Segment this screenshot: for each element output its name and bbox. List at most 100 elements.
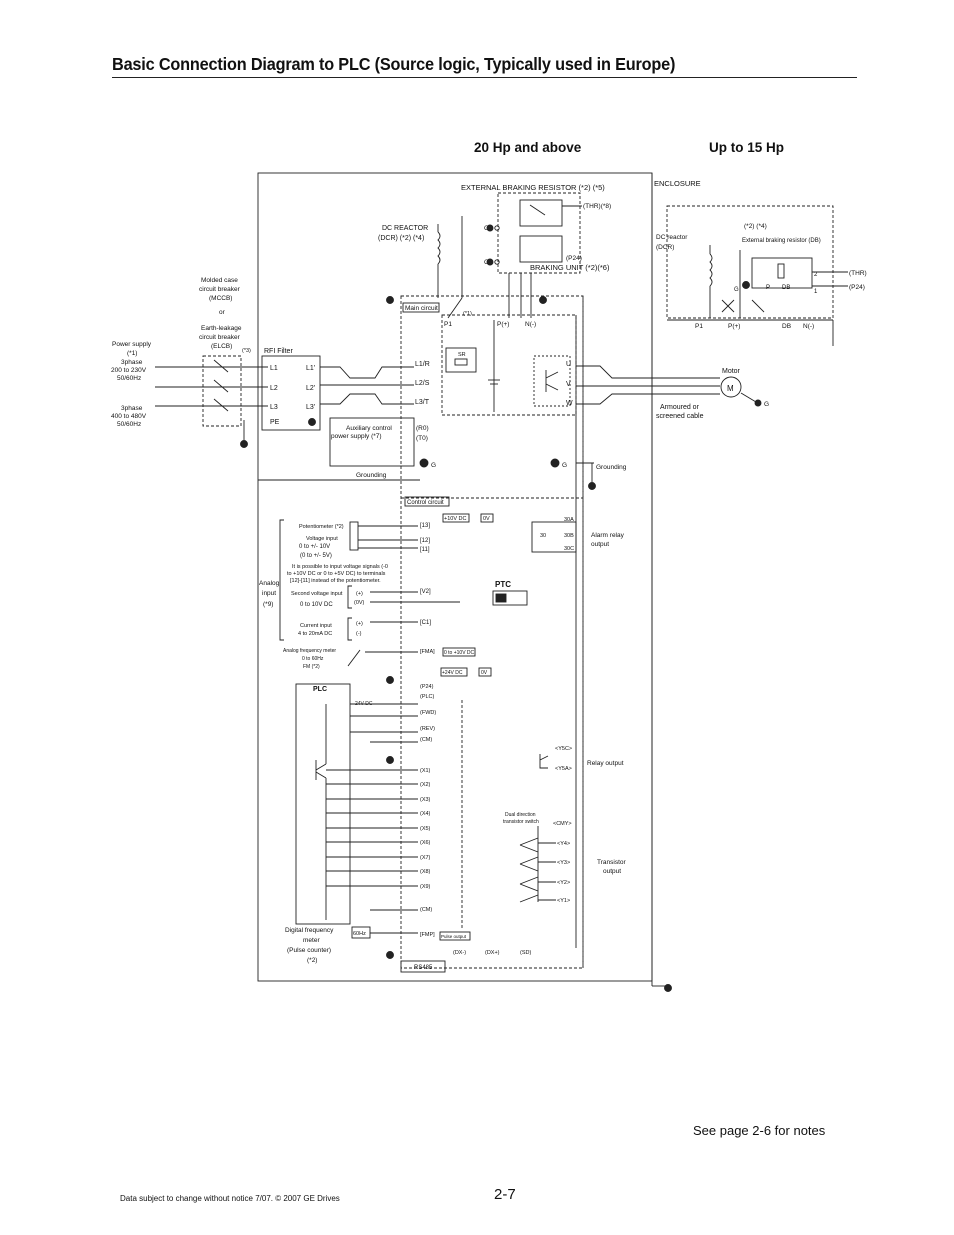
plus-label-2: (+) (356, 621, 363, 627)
afm-label-2: 0 to 60Hz (302, 656, 324, 662)
r-star2-note: (*2) (*4) (744, 223, 767, 230)
nminus-terminal: N(-) (525, 321, 536, 328)
rev-terminal: (REV) (420, 726, 435, 732)
afm-label-1: Analog frequency meter (283, 648, 336, 654)
heading-15hp: Up to 15 Hp (709, 140, 785, 155)
aux-label-1: Auxiliary control (346, 425, 392, 432)
zerov-label-2: (0V) (354, 600, 365, 606)
fma-output-label: 0 to +10V DC (444, 650, 475, 656)
p24-label-2: (P24) (849, 284, 865, 291)
ps2-phase: 3phase (121, 405, 143, 412)
page-title: Basic Connection Diagram to PLC (Source … (112, 54, 676, 74)
inverter-outline (400, 295, 584, 969)
cm2-terminal: (CM) (420, 907, 432, 913)
voltage-input-range2: (0 to +/- 5V) (300, 553, 332, 559)
dfm-label-3: (Pulse counter) (287, 947, 331, 954)
v2-terminal: [V2] (420, 589, 431, 595)
second-voltage-label: Second voltage input (291, 591, 343, 597)
possible-note-1: It is possible to input voltage signals … (292, 564, 388, 570)
l3p-terminal: L3' (306, 404, 315, 411)
y1-terminal: <Y1> (557, 898, 570, 904)
x4-terminal: (X4) (420, 811, 431, 817)
power-supply-label: Power supply (112, 341, 152, 348)
y4-terminal: <Y4> (557, 841, 570, 847)
ground-g-2: G (562, 462, 567, 469)
afm-label-3: FM (*2) (303, 664, 320, 670)
alarm-relay-output: output (591, 541, 609, 548)
relay-output-label: Relay output (587, 760, 624, 767)
elcb-label-1: Earth-leakage (201, 325, 242, 332)
g-label-br2: G (484, 259, 489, 266)
analog-label-1: Analog (259, 580, 280, 587)
mccb-label-3: (MCCB) (209, 295, 232, 302)
notes-reference: See page 2-6 for notes (693, 1123, 826, 1138)
db-terminal-15hp: DB (782, 323, 791, 330)
g-label-br1: G (484, 225, 489, 232)
mccb-label-1: Molded case (201, 277, 238, 284)
p1-terminal: P1 (444, 321, 452, 328)
t13-terminal: [13] (420, 523, 430, 529)
l2p-terminal: L2' (306, 385, 315, 392)
y3-terminal: <Y3> (557, 860, 570, 866)
rs485-label: RS485 (414, 965, 433, 971)
analog-label-3: (*9) (263, 601, 273, 608)
ps1-voltage: 200 to 230V (111, 367, 147, 374)
dc-reactor-note: (DCR) (*2) (*4) (378, 235, 424, 242)
sr-label: SR (458, 352, 466, 358)
y2-terminal: <Y2> (557, 880, 570, 886)
aux-label-2: power supply (*7) (331, 433, 382, 440)
cm-terminal: (CM) (420, 737, 432, 743)
power-supply-note: (*1) (127, 350, 137, 357)
title-rule (112, 77, 857, 78)
pplus-terminal: P(+) (497, 321, 509, 328)
braking-unit-box (497, 192, 581, 274)
plc-box (295, 683, 351, 925)
dual-direction-label: Dual direction (505, 812, 536, 818)
dxp-terminal: (DX+) (485, 950, 500, 956)
l1r-terminal: L1/R (415, 361, 430, 368)
pplus-terminal-15hp: P(+) (728, 323, 740, 330)
pe-terminal: PE (270, 419, 280, 426)
db-terminal: DB (782, 285, 790, 291)
plc-label: PLC (313, 686, 327, 693)
motor-m: M (727, 384, 734, 393)
possible-note-3: [12]-[11] instead of the potentiometer. (290, 578, 381, 584)
l2-terminal: L2 (270, 385, 278, 392)
x2-terminal: (X2) (420, 782, 431, 788)
dcr-label-2: (DCR) (656, 244, 674, 251)
v-terminal: V (566, 381, 571, 388)
fwd-terminal: (FWD) (420, 710, 436, 716)
zerov-label-3: 0V (481, 670, 488, 676)
braking-unit-label: BRAKING UNIT (*2)(*6) (530, 263, 610, 272)
x1-terminal: (X1) (420, 768, 431, 774)
t11-terminal: [11] (420, 547, 430, 553)
enclosure-label: ENCLOSURE (654, 179, 701, 188)
l3-terminal: L3 (270, 404, 278, 411)
dc-reactor-label: DC REACTOR (382, 225, 428, 232)
dfm-label-4: (*2) (307, 957, 317, 964)
thr-label: (THR) (849, 270, 867, 277)
t12-terminal: [12] (420, 538, 430, 544)
thr8-label: (THR)(*8) (583, 203, 611, 210)
u-terminal: U (566, 361, 571, 368)
plc-terminal: (PLC) (420, 694, 435, 700)
c1-terminal: [C1] (420, 620, 431, 626)
db-1: 1 (814, 289, 818, 295)
fmp-terminal: [FMP] (420, 932, 435, 938)
transistor-output-label: output (603, 868, 621, 875)
p24-label: (P24) (566, 255, 582, 262)
r0-terminal: (R0) (416, 425, 429, 432)
x7-terminal: (X7) (420, 855, 431, 861)
x8-terminal: (X8) (420, 869, 431, 875)
motor-symbol (720, 376, 742, 398)
plus10-label: +10V DC (444, 516, 466, 522)
g-label-15hp: G (734, 287, 739, 293)
dcr-label-1: DC reactor (656, 234, 688, 241)
x9-terminal: (X9) (420, 884, 431, 890)
dxm-terminal: (DX-) (453, 950, 466, 956)
motor-g: G (764, 401, 769, 408)
second-voltage-range: 0 to 10V DC (300, 602, 333, 608)
dfm-label-1: Digital frequency (285, 927, 334, 934)
l1-terminal: L1 (270, 365, 278, 372)
current-input-range: 4 to 20mA DC (298, 631, 332, 637)
